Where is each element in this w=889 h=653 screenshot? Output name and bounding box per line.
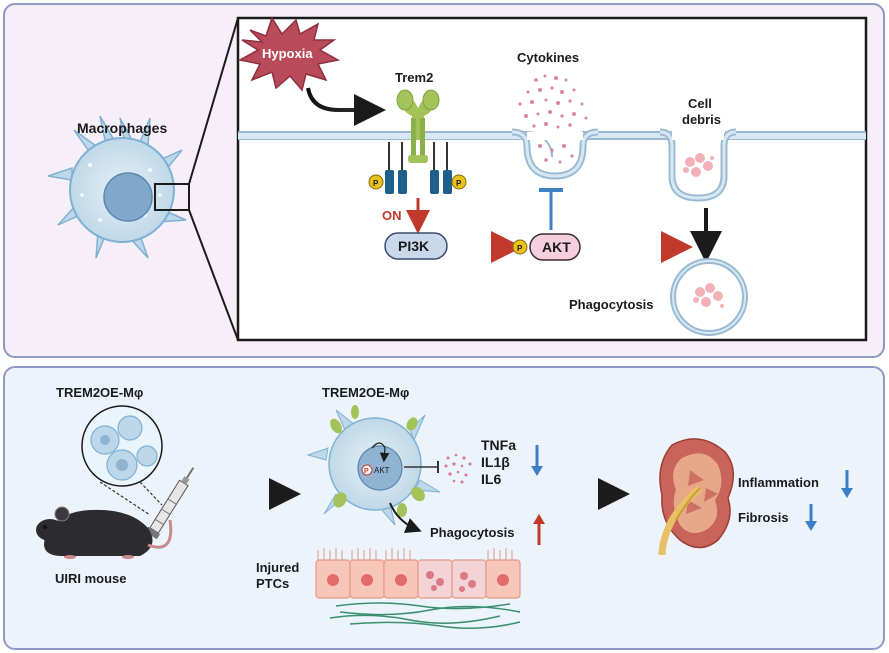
injured-label-line2: PTCs [256,576,289,591]
hypoxia-burst [237,16,341,92]
trem2oe-mid-label: TREM2OE-Mφ [322,385,409,400]
small-cytokines [444,453,472,484]
trem2oe-macrophage: P AKT [306,405,441,526]
cytokines-down-arrow [531,445,543,476]
fibrosis-label: Fibrosis [738,510,789,525]
tnfa-label: TNFa [481,437,516,453]
trem2-receptor [396,89,440,163]
akt-phospho-label: P [517,244,523,253]
injured-label-line1: Injured [256,560,299,575]
trem2oe-cells-magnified [81,405,163,487]
cytokines-cloud [518,74,588,164]
kidney-icon [658,438,734,556]
akt-phospho [512,239,528,255]
phospho-small: P [364,468,369,475]
trem2-label: Trem2 [395,70,433,85]
akt-small-label: AKT [374,466,390,475]
akt-label: AKT [542,239,571,255]
phagocytosis-up-arrow [533,514,545,545]
uiri-mouse-label: UIRI mouse [55,571,127,586]
magnify-line-right [139,481,163,506]
zoom-box [154,183,190,211]
inflammation-label: Inflammation [738,475,819,490]
phospho-left: P [373,179,379,188]
cytokine-vesicle [511,128,599,180]
magnify-line-left [99,481,151,516]
pi3k-label: PI3K [398,238,429,254]
phospho-right: P [456,179,462,188]
bottom-panel [3,366,885,650]
phagocytosis-curve-arrow [389,502,422,533]
phagosome [670,258,748,336]
macrophage-cell [47,115,190,259]
zoom-line-bottom [188,209,239,341]
phagocytosis-label-top: Phagocytosis [569,297,654,312]
zoom-line-top [188,17,239,185]
dap12-adaptor-left: P [368,142,407,194]
cell-debris-label-line1: Cell [688,96,712,111]
il1b-label: IL1β [481,454,510,470]
inflammation-down-arrow [841,470,853,498]
pi3k-node [384,232,448,260]
phagocytosis-label-bottom: Phagocytosis [430,525,515,540]
injured-ptcs [315,548,521,629]
cell-debris-label-line2: debris [682,112,721,127]
il6-label: IL6 [481,471,501,487]
mouse-icon [36,506,173,559]
dap12-adaptor-right: P [430,142,467,194]
cytokines-label: Cytokines [517,50,579,65]
debris-vesicle [659,128,737,202]
fibrosis-down-arrow [805,504,817,531]
on-label: ON [382,208,402,223]
hypoxia-arrow [306,87,386,126]
trem2oe-left-label: TREM2OE-Mφ [56,385,143,400]
akt-node [529,233,581,261]
hypoxia-label: Hypoxia [262,46,313,61]
macrophages-label: Macrophages [77,120,167,136]
